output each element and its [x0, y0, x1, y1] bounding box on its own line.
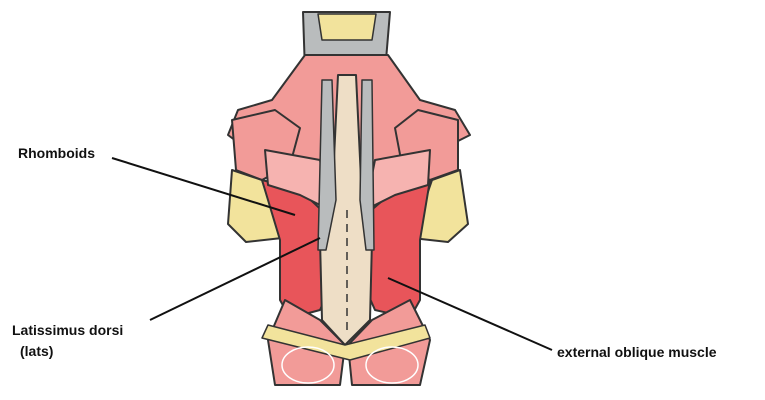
rhomboids-label: Rhomboids: [18, 143, 95, 163]
external-oblique-label: external oblique muscle: [557, 342, 717, 362]
lats-label: (lats): [20, 341, 53, 361]
neck-highlight: [318, 14, 376, 40]
latissimus-dorsi-label: Latissimus dorsi: [12, 320, 123, 340]
